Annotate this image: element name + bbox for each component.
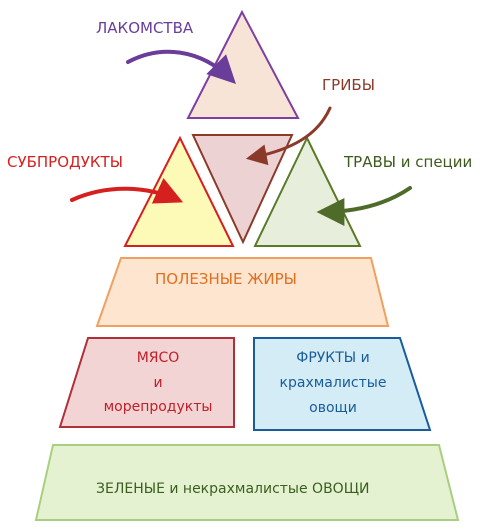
meat-label-line2: и [153,375,163,391]
meat-block [58,337,235,428]
herbs-arrow [316,186,412,226]
offal-label: СУБПРОДУКТЫ [7,153,123,171]
mushrooms-label: ГРИБЫ [322,76,375,94]
sweets-arrow [126,49,236,84]
veggies-label: ЗЕЛЕНЫЕ и некрахмалистые ОВОЩИ [96,481,370,497]
herbs-label: ТРАВЫ и специи [344,153,473,171]
fruits-label-line1: ФРУКТЫ и [296,350,370,366]
fruits-label-line2: крахмалистые [279,375,387,391]
fruits-block [253,337,432,431]
fruits-label-line3: овощи [309,400,357,416]
sweets-triangle [186,9,300,119]
fats-trapezoid [95,257,390,327]
fats-label: ПОЛЕЗНЫЕ ЖИРЫ [155,270,297,288]
meat-label-line3: морепродукты [103,399,213,415]
mushrooms-arrow [245,106,332,166]
offal-arrow [70,177,184,204]
veggies-trapezoid [34,444,460,521]
meat-label-line1: МЯСО [136,350,180,366]
sweets-label: ЛАКОМСТВА [96,19,194,37]
